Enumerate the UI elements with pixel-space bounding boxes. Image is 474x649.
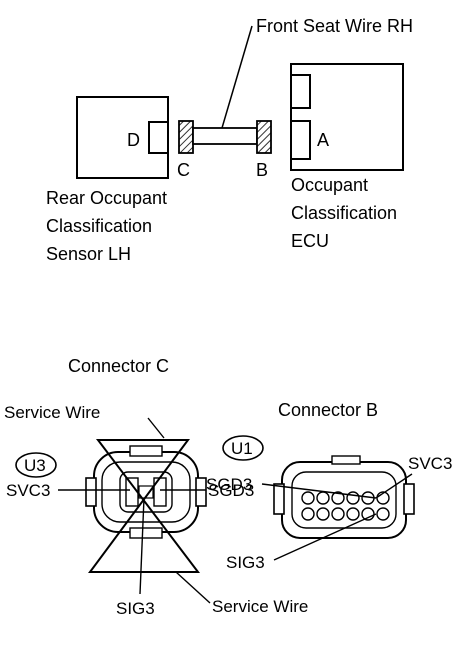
connector-b-sgd3-leader <box>261 483 377 499</box>
connector-b-pin-cavity <box>346 507 360 521</box>
connector-c-body <box>85 445 207 539</box>
connector-b-sig3-label: SIG3 <box>226 553 265 572</box>
connector-b-detail: Connector B U1 SVC3 SGD3 SIG3 <box>206 400 452 572</box>
connector-b-pin-cavity <box>331 507 345 521</box>
connector-b-svc3-leader <box>375 473 413 499</box>
ecu-label-line1: Occupant <box>291 175 368 195</box>
front-seat-wire-leader <box>221 25 253 129</box>
rear-sensor-label-line2: Classification <box>46 216 152 236</box>
rear-sensor-label-line3: Sensor LH <box>46 244 131 264</box>
connector-b-pin-cavity <box>301 507 315 521</box>
connector-b-pin-cavity <box>376 507 390 521</box>
connector-b-sgd3-label: SGD3 <box>206 475 252 494</box>
ecu-connector-a <box>290 120 311 160</box>
ecu-label-line2: Classification <box>291 203 397 223</box>
front-seat-wire-harness: C B <box>177 120 272 180</box>
occupant-classification-ecu: A Occupant Classification ECU <box>290 63 404 251</box>
connector-c-svc3-label: SVC3 <box>6 481 50 500</box>
connector-c-sig3-label: SIG3 <box>116 599 155 618</box>
connector-b-pin-cavity <box>346 491 360 505</box>
connector-b-svc3-label: SVC3 <box>408 454 452 473</box>
connector-c-letter: C <box>177 160 190 180</box>
connector-b-pin-cavity <box>316 491 330 505</box>
service-wire-top-label: Service Wire <box>4 403 100 422</box>
service-wire-top-leader <box>147 417 165 439</box>
connector-c-sgd3-label: SGD3 <box>208 481 254 500</box>
ecu-label-line3: ECU <box>291 231 329 251</box>
rear-sensor-label-line1: Rear Occupant <box>46 188 167 208</box>
connector-d-letter: D <box>127 130 140 150</box>
service-wire-bottom-label: Service Wire <box>212 597 308 616</box>
connector-c-detail: Connector C Service Wire U3 SVC3 SGD3 SI… <box>4 356 308 618</box>
connector-b-letter: B <box>256 160 268 180</box>
connector-b-pin-cavity <box>331 491 345 505</box>
rear-sensor-connector-d <box>148 121 169 154</box>
connector-b-title: Connector B <box>278 400 378 420</box>
front-seat-wire-label-group: Front Seat Wire RH <box>221 16 413 129</box>
service-wire-cross <box>88 439 201 573</box>
connector-b-pin-cavity <box>316 507 330 521</box>
connector-b-code-badge <box>222 435 264 461</box>
front-seat-wire-label: Front Seat Wire RH <box>256 16 413 36</box>
harness-wire <box>192 127 258 145</box>
connector-b-pin-cavity <box>301 491 315 505</box>
harness-connector-c <box>178 120 194 154</box>
ecu-upper-connector <box>290 74 311 109</box>
connector-c-code: U3 <box>24 456 46 475</box>
connector-c-title: Connector C <box>68 356 169 376</box>
rear-occupant-sensor: D Rear Occupant Classification Sensor LH <box>46 96 169 264</box>
connector-b-sig3-leader <box>273 513 377 561</box>
service-wire-bottom-leader <box>175 571 211 604</box>
connector-c-code-badge <box>15 452 57 478</box>
connector-c-sig3-leader <box>139 497 145 595</box>
connector-b-code: U1 <box>231 439 253 458</box>
harness-connector-b <box>256 120 272 154</box>
connector-a-letter: A <box>317 130 329 150</box>
